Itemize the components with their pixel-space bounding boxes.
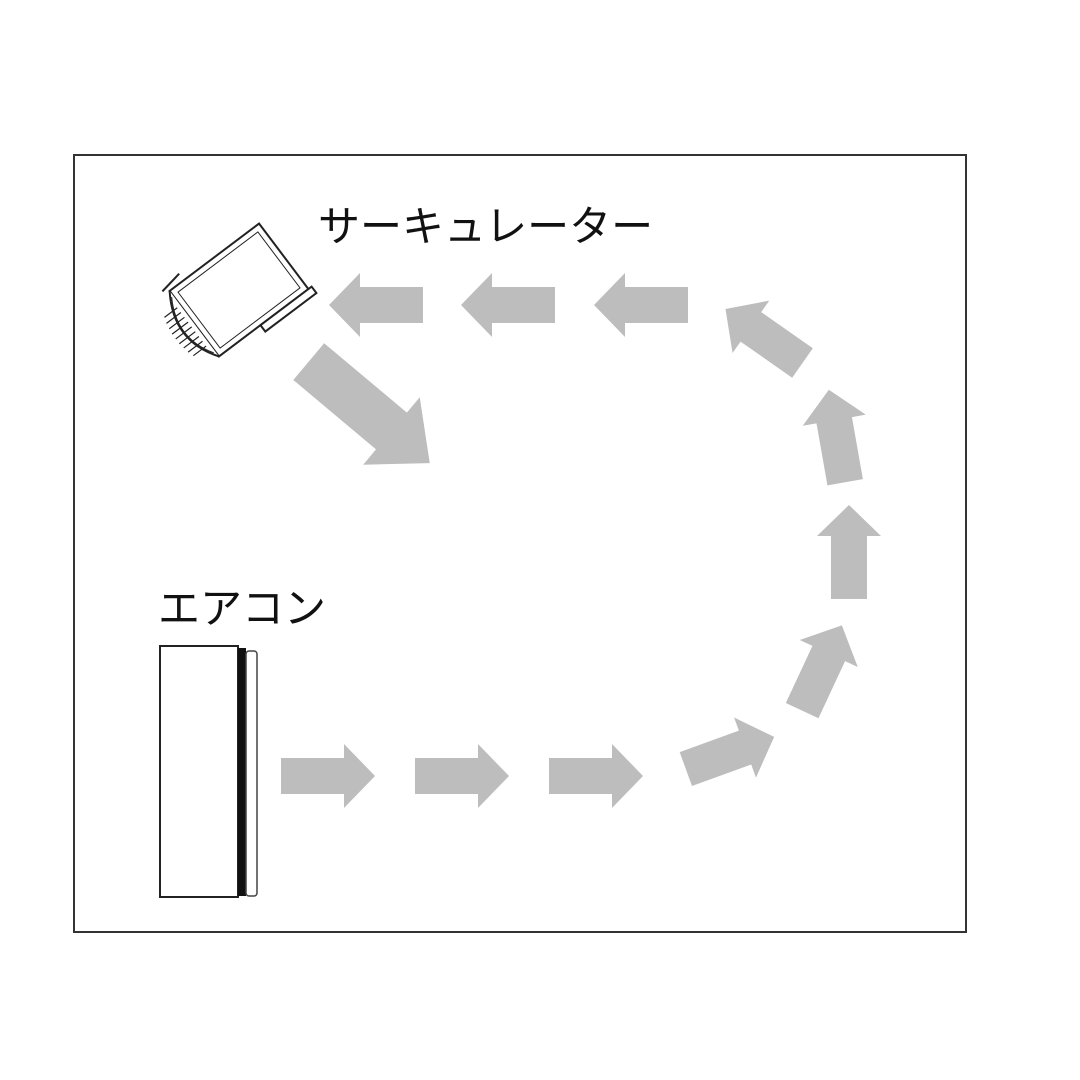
- airflow-arrows: [281, 273, 881, 808]
- arrow-right-3: [797, 384, 877, 488]
- arrow-right-1: [773, 611, 871, 725]
- aircon-label: エアコン: [158, 584, 327, 633]
- floor-air-conditioner-icon: [159, 645, 258, 898]
- arrow-bottom-2: [415, 744, 509, 808]
- circulator-fan-icon: [161, 222, 318, 358]
- arrow-right-4: [707, 282, 821, 390]
- arrow-top-2: [461, 273, 555, 337]
- arrow-bottom-4: [674, 706, 786, 800]
- circulator-label: サーキュレーター: [318, 202, 654, 251]
- room-outline: [73, 154, 967, 933]
- arrow-right-2: [817, 505, 881, 599]
- arrow-top-3: [329, 273, 423, 337]
- arrow-top-1: [594, 273, 688, 337]
- arrow-bottom-1: [281, 744, 375, 808]
- arrow-circulator-output: [293, 343, 430, 465]
- arrow-bottom-3: [549, 744, 643, 808]
